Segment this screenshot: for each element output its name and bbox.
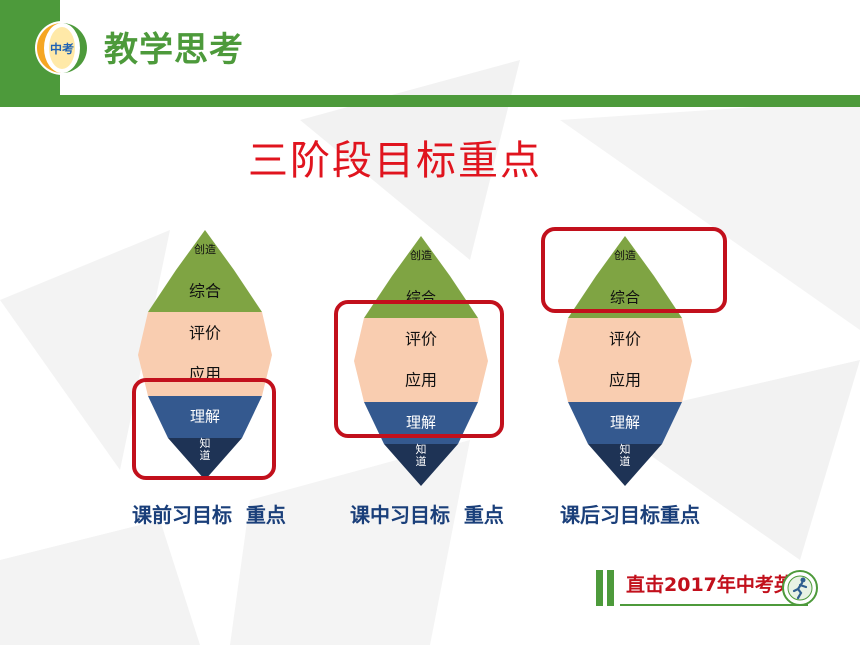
zhongkao-logo: 中考 bbox=[35, 21, 89, 75]
highlight-box-after bbox=[541, 227, 727, 313]
level-label: 知道 bbox=[620, 442, 631, 468]
highlight-box-before bbox=[132, 378, 276, 480]
pyramid-before-class: 创造 综合 评价 应用 理解 知道 bbox=[138, 230, 272, 480]
pyramid-during-class: 创造 综合 评价 应用 理解 知道 bbox=[354, 236, 488, 486]
level-label: 创造 bbox=[194, 242, 216, 256]
level-label: 创造 bbox=[410, 248, 432, 262]
logo-text: 中考 bbox=[50, 41, 74, 56]
caption-during-class: 课中习目标 重点 bbox=[350, 503, 504, 527]
level-label: 知道 bbox=[200, 436, 211, 462]
slide-title: 三阶段目标重点 bbox=[248, 138, 542, 184]
header-divider bbox=[0, 95, 860, 107]
footer-bar bbox=[596, 570, 603, 606]
level-label: 创造 bbox=[614, 248, 636, 262]
footer-bar bbox=[607, 570, 614, 606]
pyramid-after-class: 创造 综合 评价 应用 理解 知道 bbox=[558, 236, 692, 486]
level-label: 综合 bbox=[189, 282, 221, 301]
level-label: 理解 bbox=[190, 408, 220, 426]
level-label: 评价 bbox=[189, 324, 221, 343]
level-label: 评价 bbox=[405, 330, 437, 349]
level-label: 理解 bbox=[610, 414, 640, 432]
level-label: 知道 bbox=[416, 442, 427, 468]
footer-text: 直击2017年中考英语 bbox=[626, 574, 812, 596]
level-label: 综合 bbox=[610, 289, 640, 307]
level-label: 应用 bbox=[609, 371, 641, 390]
level-label: 应用 bbox=[405, 371, 437, 390]
header-title: 教学思考 bbox=[104, 30, 244, 70]
level-label: 理解 bbox=[406, 414, 436, 432]
caption-after-class: 课后习目标重点 bbox=[560, 503, 700, 527]
highlight-box-during bbox=[334, 300, 504, 438]
level-label: 评价 bbox=[609, 330, 641, 349]
footer-underline bbox=[620, 604, 808, 606]
runner-emblem-icon bbox=[782, 570, 818, 606]
caption-before-class: 课前习目标 重点 bbox=[132, 503, 286, 527]
